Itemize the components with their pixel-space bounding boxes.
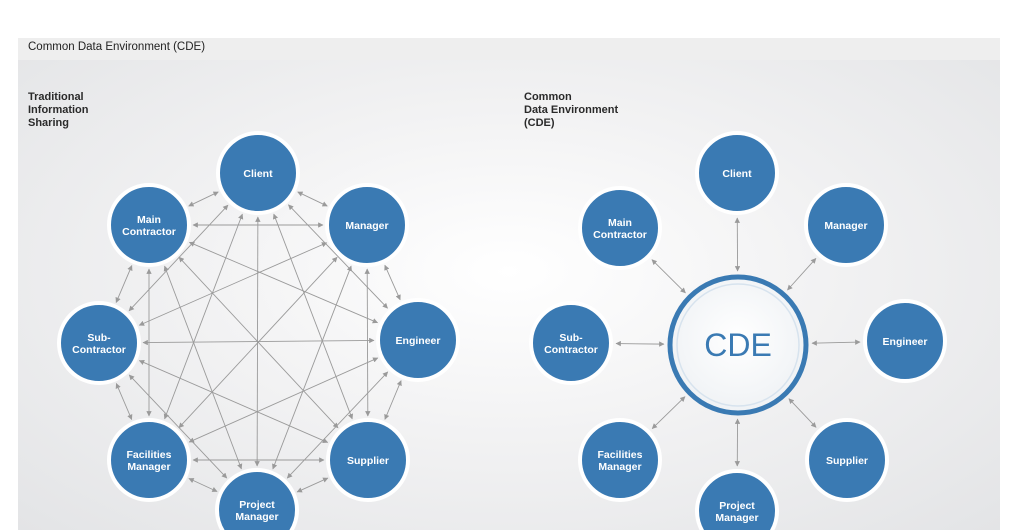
page-title: Common Data Environment (CDE) — [28, 41, 206, 53]
right-edges — [615, 217, 861, 467]
node-label: Contractor — [122, 226, 176, 238]
node-circle — [863, 299, 947, 383]
node-label: Sub- — [559, 332, 583, 344]
node-label: Main — [137, 214, 161, 226]
node-label: Manager — [127, 461, 170, 473]
node-circle — [325, 183, 409, 267]
right-node-supplier: Supplier — [805, 418, 889, 502]
node-circle — [216, 131, 300, 215]
right-nodes: CDEClientManagerEngineerSupplierProjectM… — [529, 131, 947, 530]
right-node-engineer: Engineer — [863, 299, 947, 383]
node-circle — [529, 301, 613, 385]
hub-circle — [667, 274, 809, 416]
node-label: Manager — [715, 512, 758, 524]
right-heading: Common Data Environment (CDE) — [524, 91, 618, 130]
node-circle — [695, 131, 779, 215]
node-circle — [578, 186, 662, 270]
node-label: Contractor — [593, 229, 647, 241]
node-label: Client — [722, 168, 752, 180]
node-circle — [326, 418, 410, 502]
mesh-edge — [188, 478, 218, 492]
node-label: Contractor — [72, 344, 126, 356]
cde-hub: CDE — [667, 274, 809, 416]
spoke-edge — [787, 258, 817, 291]
node-label: Contractor — [544, 344, 598, 356]
right-heading-line: Data Environment — [524, 104, 619, 116]
node-circle — [57, 301, 141, 385]
right-node-sub-contractor: Sub-Contractor — [529, 301, 613, 385]
left-heading-line: Sharing — [28, 117, 69, 129]
node-label: Project — [719, 500, 755, 512]
mesh-edge — [115, 382, 133, 421]
left-node-engineer: Engineer — [376, 298, 460, 382]
left-node-supplier: Supplier — [326, 418, 410, 502]
diagram-panel: Traditional Information Sharing Common D… — [18, 60, 1000, 530]
left-heading-line: Traditional — [28, 91, 84, 103]
node-circle — [805, 418, 889, 502]
node-label: Manager — [235, 511, 278, 523]
mesh-edge — [163, 265, 243, 470]
node-label: Facilities — [598, 449, 643, 461]
node-label: Engineer — [396, 335, 441, 347]
header-bar: Common Data Environment (CDE) — [18, 38, 1000, 60]
mesh-edge — [384, 380, 402, 420]
node-label: Manager — [824, 220, 867, 232]
spoke-edge — [811, 339, 861, 346]
right-node-manager: Manager — [804, 183, 888, 267]
node-label: Client — [243, 168, 273, 180]
node-label: Sub- — [87, 332, 111, 344]
mesh-edge — [115, 265, 133, 303]
node-circle — [215, 468, 299, 530]
right-heading-line: (CDE) — [524, 117, 555, 129]
node-label: Project — [239, 499, 275, 511]
mesh-edge — [296, 477, 329, 493]
left-node-sub-contractor: Sub-Contractor — [57, 301, 141, 385]
spoke-edge — [651, 396, 686, 429]
mesh-edge — [188, 191, 219, 207]
left-node-manager: Manager — [325, 183, 409, 267]
node-circle — [578, 418, 662, 502]
left-node-client: Client — [216, 131, 300, 215]
node-circle — [376, 298, 460, 382]
mesh-edge — [297, 191, 328, 207]
left-edges — [115, 191, 402, 493]
node-label: Supplier — [826, 455, 868, 467]
network-diagram: ClientManagerEngineerSupplierProjectMana… — [57, 131, 947, 530]
node-circle — [804, 183, 888, 267]
node-label: Supplier — [347, 455, 389, 467]
left-heading-line: Information — [28, 104, 89, 116]
node-circle — [695, 469, 779, 530]
hub-label: CDE — [704, 327, 772, 363]
node-label: Manager — [345, 220, 388, 232]
node-circle — [107, 418, 191, 502]
node-label: Manager — [598, 461, 641, 473]
node-circle — [107, 183, 191, 267]
left-heading: Traditional Information Sharing — [28, 91, 89, 130]
right-heading-line: Common — [524, 91, 572, 103]
spoke-edge — [788, 398, 817, 428]
spoke-edge — [651, 259, 686, 294]
node-label: Facilities — [127, 449, 172, 461]
left-nodes: ClientManagerEngineerSupplierProjectMana… — [57, 131, 460, 530]
right-node-client: Client — [695, 131, 779, 215]
mesh-edge — [384, 264, 401, 301]
spoke-edge — [615, 340, 665, 347]
node-label: Engineer — [883, 336, 928, 348]
node-label: Main — [608, 217, 632, 229]
hub-inner-ring — [676, 283, 800, 407]
